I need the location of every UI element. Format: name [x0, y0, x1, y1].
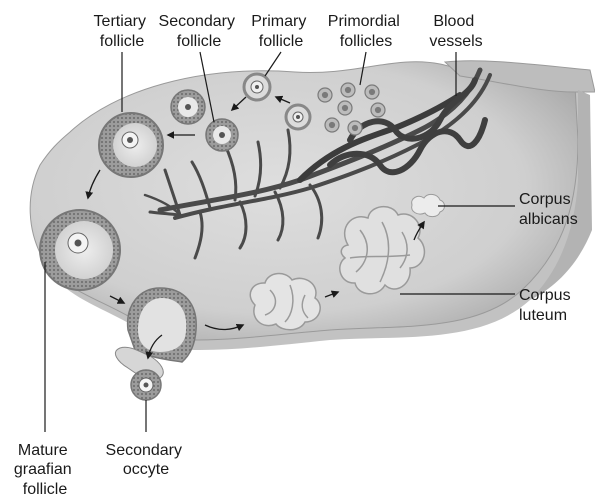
secondary-occyte: [131, 370, 161, 400]
label-secondary-follicle: Secondary follicle: [159, 13, 240, 50]
label-primary-follicle: Primary follicle: [251, 13, 311, 50]
mature-graafian-follicle: [40, 210, 120, 290]
label-primordial-follicles: Primordial follicles: [328, 13, 404, 50]
label-blood-vessels: Blood vessels: [429, 13, 482, 50]
tertiary-follicle: [99, 113, 163, 177]
label-corpus-luteum: Corpus luteum: [519, 287, 575, 324]
label-mature-graafian-follicle: Mature graafian follicle: [14, 442, 76, 498]
label-tertiary-follicle: Tertiary follicle: [94, 13, 151, 50]
label-secondary-occyte: Secondary occyte: [106, 442, 187, 478]
